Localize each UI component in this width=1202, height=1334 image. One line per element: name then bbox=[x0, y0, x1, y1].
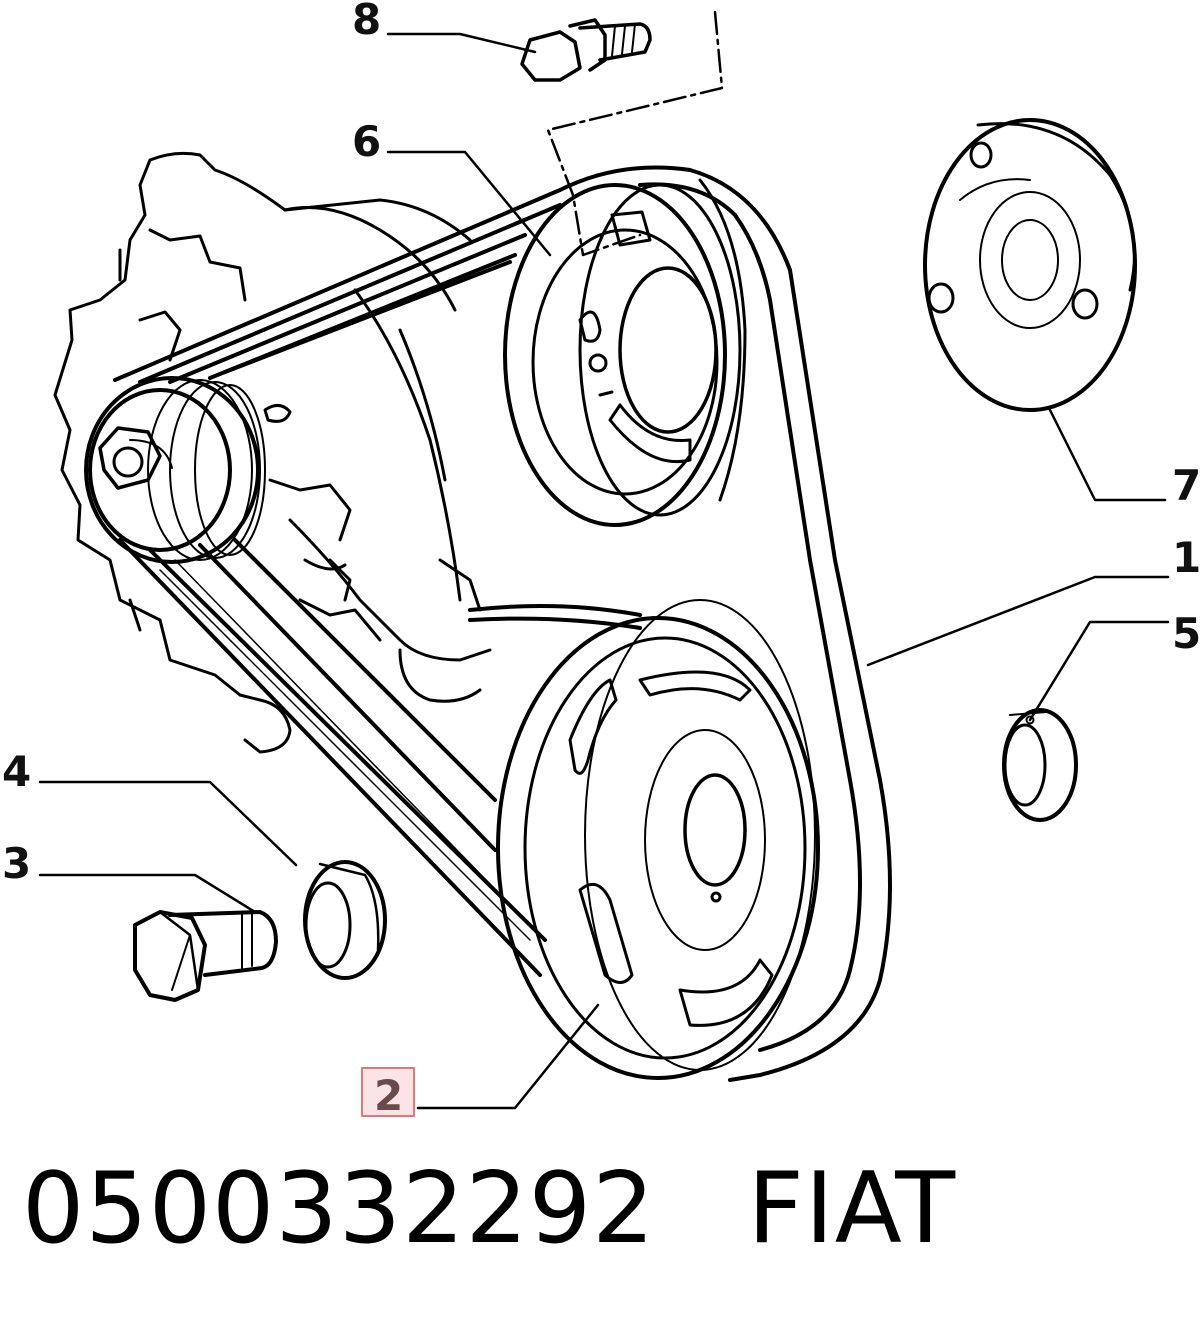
callout-1: 1 bbox=[1172, 533, 1201, 582]
left-washer bbox=[303, 860, 387, 980]
alternator-pulley bbox=[84, 376, 266, 564]
leader-lines bbox=[38, 32, 1170, 1110]
pulley-cover bbox=[923, 118, 1137, 412]
leader-line-1 bbox=[866, 575, 1170, 667]
alternator-body bbox=[53, 151, 492, 754]
callout-2-highlight bbox=[361, 1067, 415, 1117]
upper-pulley bbox=[503, 178, 747, 527]
belt bbox=[113, 165, 892, 1082]
pulley-bolt bbox=[133, 910, 278, 1002]
brand-name: FIAT bbox=[747, 1152, 957, 1266]
assembly-dash-line bbox=[546, 10, 724, 257]
part-number: 0500332292 bbox=[22, 1152, 656, 1266]
callout-8: 8 bbox=[352, 0, 381, 44]
callout-3: 3 bbox=[2, 839, 31, 888]
callout-4: 4 bbox=[2, 747, 31, 796]
callout-7: 7 bbox=[1172, 461, 1201, 510]
callout-5: 5 bbox=[1172, 609, 1201, 658]
callout-6: 6 bbox=[352, 117, 381, 166]
upper-bolt bbox=[520, 18, 652, 82]
leader-line-5 bbox=[1028, 620, 1170, 722]
lower-pulley bbox=[496, 599, 820, 1080]
leader-line-3 bbox=[38, 873, 257, 914]
leader-line-4 bbox=[38, 780, 298, 867]
leader-line-2 bbox=[416, 1003, 600, 1110]
leader-line-7 bbox=[1048, 408, 1167, 502]
leader-line-8 bbox=[386, 32, 537, 54]
callout-2: 2 bbox=[374, 1071, 403, 1120]
right-washer bbox=[1002, 708, 1078, 822]
leader-line-6 bbox=[386, 150, 552, 257]
